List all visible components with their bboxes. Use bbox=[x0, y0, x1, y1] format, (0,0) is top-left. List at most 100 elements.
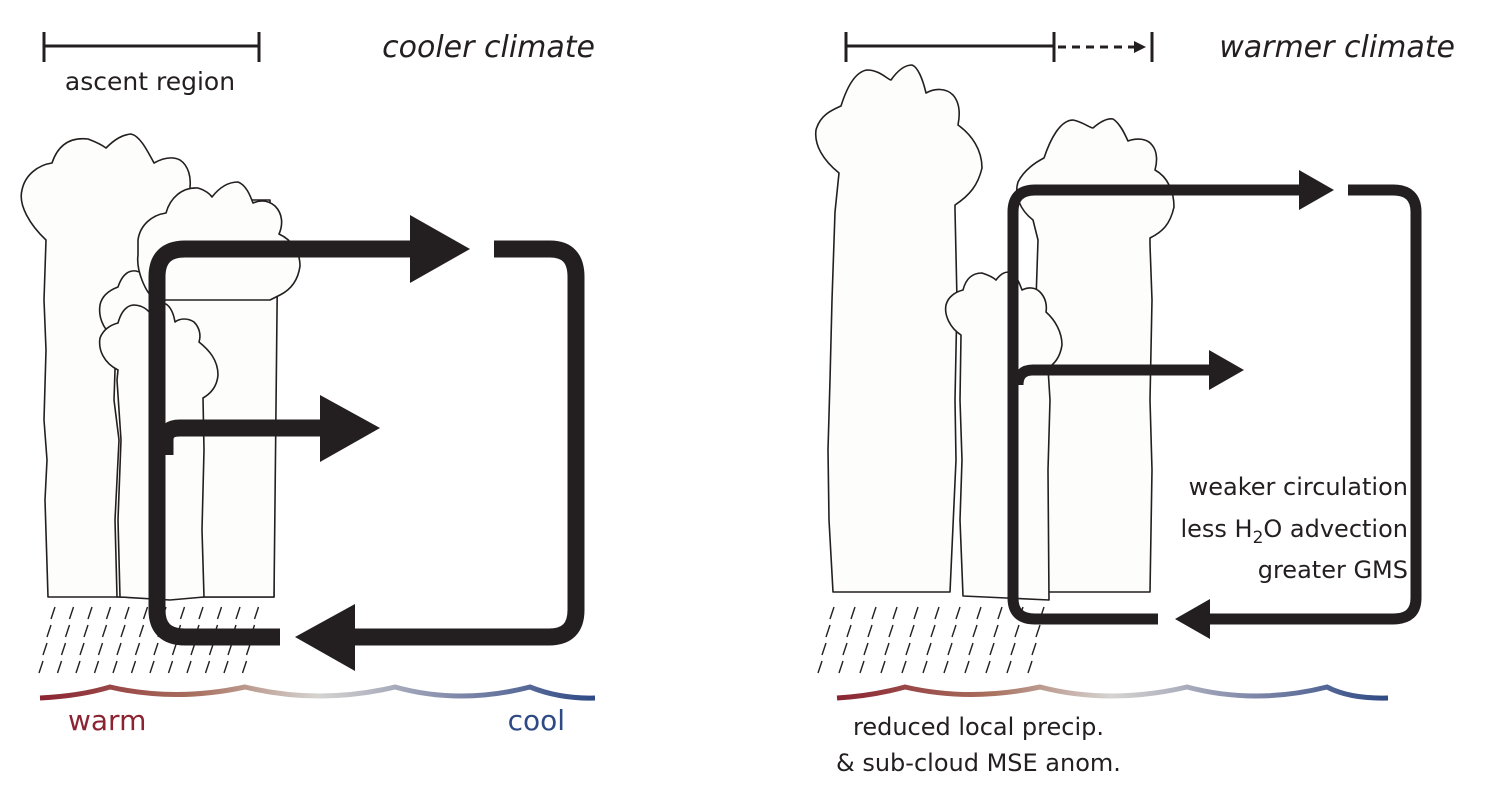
cool-label: cool bbox=[508, 704, 565, 737]
rain-streak bbox=[863, 642, 869, 656]
rain-streak bbox=[951, 624, 957, 638]
inflow-arrowhead-right bbox=[1175, 599, 1210, 639]
rain-streak bbox=[930, 624, 936, 638]
rain-streak bbox=[922, 660, 928, 674]
rain-streak bbox=[130, 660, 137, 674]
rain-streak bbox=[204, 660, 211, 674]
rain-streak bbox=[850, 606, 856, 620]
cloud-tall-right bbox=[814, 64, 983, 593]
sst-gradient-wave-right bbox=[836, 684, 1389, 701]
rain-streak bbox=[38, 660, 44, 674]
inflow-arrowhead bbox=[295, 604, 355, 671]
sst-gradient-wave bbox=[39, 684, 596, 701]
reduced-local-precip-label: reduced local precip. bbox=[853, 713, 1104, 741]
rain-streak bbox=[64, 624, 71, 638]
rain-streak bbox=[101, 624, 108, 638]
rain-streak bbox=[60, 642, 67, 656]
rain-streak bbox=[955, 606, 961, 620]
rain-streak bbox=[943, 660, 949, 674]
rain-streak bbox=[1010, 642, 1016, 656]
rain-streak bbox=[56, 660, 63, 674]
rain-streak bbox=[909, 624, 915, 638]
mechanism-annotation: weaker circulation less H2O advection gr… bbox=[1180, 473, 1408, 584]
upper-outflow-arrowhead bbox=[410, 215, 470, 283]
annotation-greater-gms: greater GMS bbox=[1258, 556, 1408, 584]
rain-streak bbox=[105, 606, 112, 620]
rain-streak bbox=[888, 624, 894, 638]
cloud-second-right bbox=[1016, 118, 1175, 593]
rain-streak bbox=[83, 624, 89, 638]
left-panel: ascent region cooler climate bbox=[20, 30, 596, 737]
rain-streak bbox=[198, 606, 204, 620]
mid-outflow-arrowhead-right bbox=[1209, 350, 1244, 390]
rain-streak bbox=[75, 660, 81, 674]
rain-streak bbox=[50, 606, 56, 620]
rain-streak bbox=[968, 642, 974, 656]
rain-streak bbox=[892, 606, 898, 620]
rain-streak bbox=[901, 660, 907, 674]
rain-streak bbox=[972, 624, 978, 638]
rain-streak bbox=[1014, 624, 1020, 638]
right-panel: warmer climate weaker circulation less H… bbox=[814, 30, 1455, 777]
rain-streak bbox=[880, 660, 886, 674]
rain-streak bbox=[87, 606, 93, 620]
rain-streak bbox=[153, 642, 159, 656]
rain-streak bbox=[1027, 660, 1033, 674]
rain-streak bbox=[223, 660, 229, 674]
rain-streak bbox=[142, 606, 149, 620]
rain-streak bbox=[976, 606, 982, 620]
rain-streak bbox=[964, 660, 970, 674]
rain-streak bbox=[138, 624, 145, 638]
ascent-region-label: ascent region bbox=[65, 67, 235, 96]
rain-streak bbox=[997, 606, 1003, 620]
rain-streak bbox=[859, 660, 865, 674]
rain-streak bbox=[134, 642, 141, 656]
expanded-ascent-scale-bar bbox=[844, 32, 1154, 62]
rain-streak bbox=[993, 624, 999, 638]
rain-streak bbox=[913, 606, 919, 620]
rain-streak bbox=[116, 642, 122, 656]
rain-streak bbox=[97, 642, 104, 656]
rain-streak bbox=[186, 660, 192, 674]
rain-streak bbox=[867, 624, 873, 638]
mid-outflow-arrowhead bbox=[320, 395, 380, 462]
rain-streak bbox=[846, 624, 852, 638]
rain-streaks-right bbox=[817, 606, 1045, 674]
rain-streak bbox=[46, 624, 52, 638]
rain-streak bbox=[124, 606, 130, 620]
rain-streak bbox=[171, 642, 178, 656]
weaker-circulation-loop bbox=[1007, 170, 1422, 639]
cloud-short-right bbox=[944, 271, 1063, 601]
rain-streak bbox=[1035, 624, 1041, 638]
mid-level-outflow-right bbox=[1012, 350, 1244, 390]
rain-streak bbox=[838, 660, 844, 674]
rain-streak bbox=[68, 606, 75, 620]
upper-outflow-arrowhead-right bbox=[1299, 170, 1334, 210]
rain-streak bbox=[179, 606, 186, 620]
right-panel-title: warmer climate bbox=[1219, 30, 1455, 65]
rain-streak bbox=[825, 624, 831, 638]
rain-streak bbox=[817, 660, 823, 674]
rain-streak bbox=[241, 660, 248, 674]
rain-streak bbox=[253, 606, 260, 620]
rain-streak bbox=[842, 642, 848, 656]
rain-streak bbox=[79, 642, 85, 656]
rain-streak bbox=[93, 660, 100, 674]
warm-label: warm bbox=[68, 704, 146, 737]
rain-streak bbox=[235, 606, 241, 620]
rain-streak bbox=[42, 642, 48, 656]
rain-streak bbox=[149, 660, 155, 674]
rain-streak bbox=[829, 606, 835, 620]
left-panel-title: cooler climate bbox=[382, 30, 595, 65]
rain-streak bbox=[871, 606, 877, 620]
rain-streak bbox=[905, 642, 911, 656]
annotation-weaker-circulation: weaker circulation bbox=[1189, 473, 1408, 501]
rain-streak bbox=[216, 606, 223, 620]
rain-streak bbox=[985, 660, 991, 674]
annotation-less-h2o-advection: less H2O advection bbox=[1180, 515, 1408, 548]
rain-streak bbox=[926, 642, 932, 656]
rain-streak bbox=[112, 660, 118, 674]
rain-streak bbox=[884, 642, 890, 656]
rain-streak bbox=[989, 642, 995, 656]
